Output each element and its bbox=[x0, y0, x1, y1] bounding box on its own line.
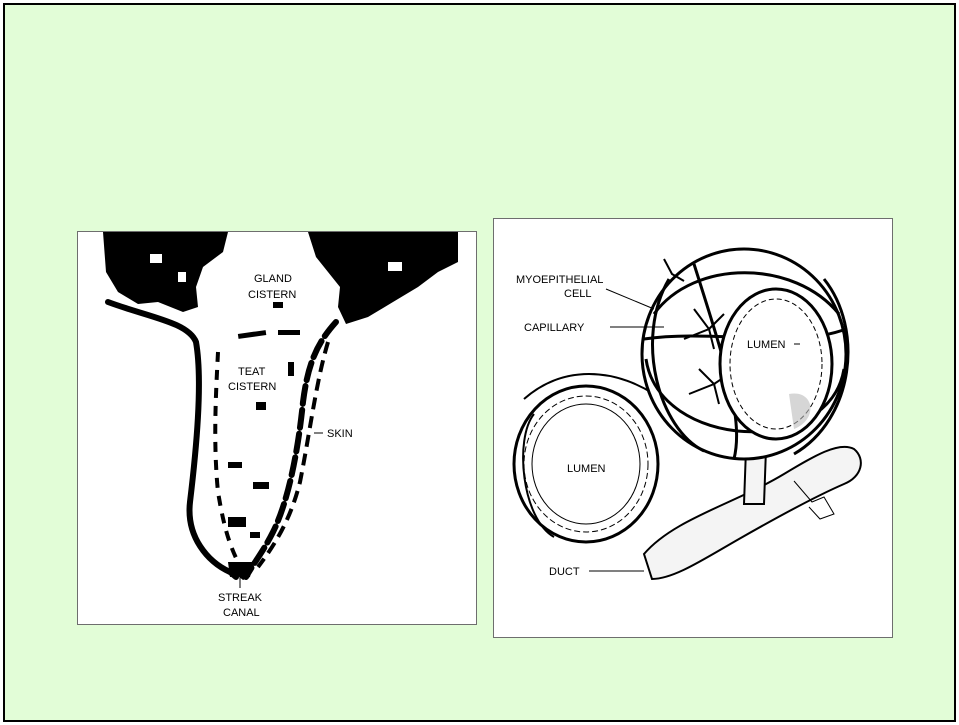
teat-outline bbox=[108, 302, 236, 577]
myoepithelial-label-line2: CELL bbox=[564, 288, 592, 300]
duct-label: DUCT bbox=[549, 566, 580, 578]
lower-lumen-label: LUMEN bbox=[567, 463, 606, 475]
slide: GLAND CISTERN TEAT CISTERN SKIN STREAK C… bbox=[3, 3, 956, 722]
alveolus-diagram: MYOEPITHELIAL CELL CAPILLARY LUMEN LUMEN… bbox=[494, 219, 892, 637]
teat-cistern-label-line1: TEAT bbox=[238, 366, 266, 378]
skin-label: SKIN bbox=[327, 428, 353, 440]
udder-tissue-right bbox=[308, 232, 458, 324]
streak-canal-label-line1: STREAK bbox=[218, 592, 263, 604]
alveolus-diagram-panel: MYOEPITHELIAL CELL CAPILLARY LUMEN LUMEN… bbox=[493, 218, 893, 638]
udder-tissue-left bbox=[103, 232, 228, 312]
upper-lumen-label: LUMEN bbox=[747, 339, 786, 351]
upper-lumen bbox=[720, 289, 832, 439]
teat-diagram-panel: GLAND CISTERN TEAT CISTERN SKIN STREAK C… bbox=[77, 231, 477, 625]
streak-canal-label-line2: CANAL bbox=[223, 607, 260, 619]
gland-cistern-label-line1: GLAND bbox=[254, 273, 292, 285]
capillary-label: CAPILLARY bbox=[524, 322, 585, 334]
gland-cistern-label-line2: CISTERN bbox=[248, 289, 296, 301]
teat-cistern-label-line2: CISTERN bbox=[228, 381, 276, 393]
teat-diagram: GLAND CISTERN TEAT CISTERN SKIN STREAK C… bbox=[78, 232, 476, 624]
myoepithelial-label-line1: MYOEPITHELIAL bbox=[516, 274, 603, 286]
